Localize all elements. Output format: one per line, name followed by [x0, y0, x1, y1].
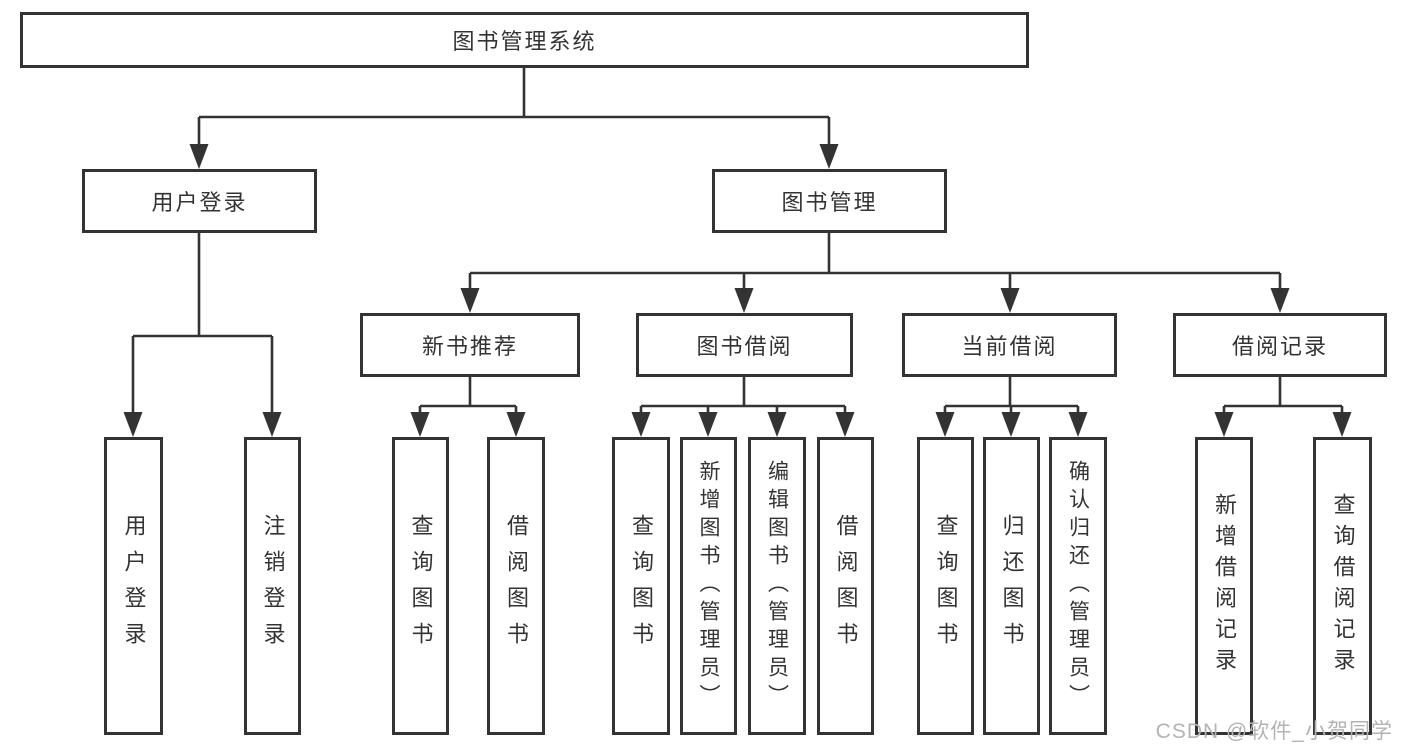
node-label: 归还图书	[999, 514, 1025, 658]
node-label: 注销登录	[260, 514, 286, 658]
node-label: 当前借阅	[961, 334, 1058, 359]
node-new-book-recommend: 新书推荐	[360, 313, 580, 377]
leaf-rec-query-book: 查询图书	[392, 437, 449, 735]
node-label: 编辑图书（管理员）	[765, 460, 789, 712]
node-user-login: 用户登录	[82, 169, 317, 233]
csdn-watermark: CSDN @软件_小贺同学	[1155, 720, 1393, 743]
node-label: 借阅记录	[1231, 334, 1328, 359]
node-label: 借阅图书	[504, 514, 529, 658]
leaf-br-query-record: 查询借阅记录	[1313, 437, 1372, 735]
node-label: 新增借阅记录	[1212, 493, 1237, 679]
node-borrow-records: 借阅记录	[1173, 313, 1387, 377]
leaf-bb-query-book: 查询图书	[612, 437, 670, 735]
leaf-bb-borrow-book: 借阅图书	[817, 437, 874, 735]
node-label: 查询图书	[629, 514, 654, 658]
connector-newbookrec-to-leaves	[410, 377, 526, 437]
leaf-br-add-record: 新增借阅记录	[1195, 437, 1253, 735]
node-label: 用户登录	[151, 190, 248, 215]
leaf-bb-add-book-admin: 新增图书（管理员）	[680, 437, 737, 735]
leaf-cb-return-book: 归还图书	[983, 437, 1040, 735]
leaf-user-login: 用户登录	[104, 437, 163, 735]
leaf-rec-borrow-book: 借阅图书	[487, 437, 545, 735]
node-label: 查询借阅记录	[1330, 493, 1356, 679]
node-root-label: 图书管理系统	[452, 29, 597, 54]
leaf-bb-edit-book-admin: 编辑图书（管理员）	[748, 437, 806, 735]
leaf-logout: 注销登录	[244, 437, 301, 735]
connector-borrowrecord-to-leaves	[1214, 377, 1352, 437]
node-label: 图书管理	[781, 190, 878, 215]
connector-userlogin-to-leaves	[123, 233, 282, 437]
connector-root-to-level2	[189, 68, 839, 169]
node-label: 新增图书（管理员）	[697, 460, 720, 712]
node-label: 确认归还（管理员）	[1066, 460, 1090, 712]
connector-currentborrow-to-leaves	[935, 377, 1088, 437]
node-label: 图书借阅	[696, 334, 793, 359]
leaf-cb-query-book: 查询图书	[917, 437, 974, 735]
leaf-cb-confirm-return-admin: 确认归还（管理员）	[1049, 437, 1107, 735]
node-label: 用户登录	[121, 514, 147, 658]
node-label: 查询图书	[933, 514, 959, 658]
node-label: 查询图书	[408, 514, 434, 658]
node-book-borrow: 图书借阅	[636, 313, 853, 377]
node-book-management: 图书管理	[712, 169, 947, 233]
node-label: 新书推荐	[421, 334, 518, 359]
connector-bookmgmt-to-level3	[460, 233, 1290, 313]
connector-bookborrow-to-leaves	[631, 377, 855, 437]
node-label: 借阅图书	[833, 514, 859, 658]
node-root: 图书管理系统	[20, 12, 1029, 68]
node-current-borrow: 当前借阅	[902, 313, 1117, 377]
